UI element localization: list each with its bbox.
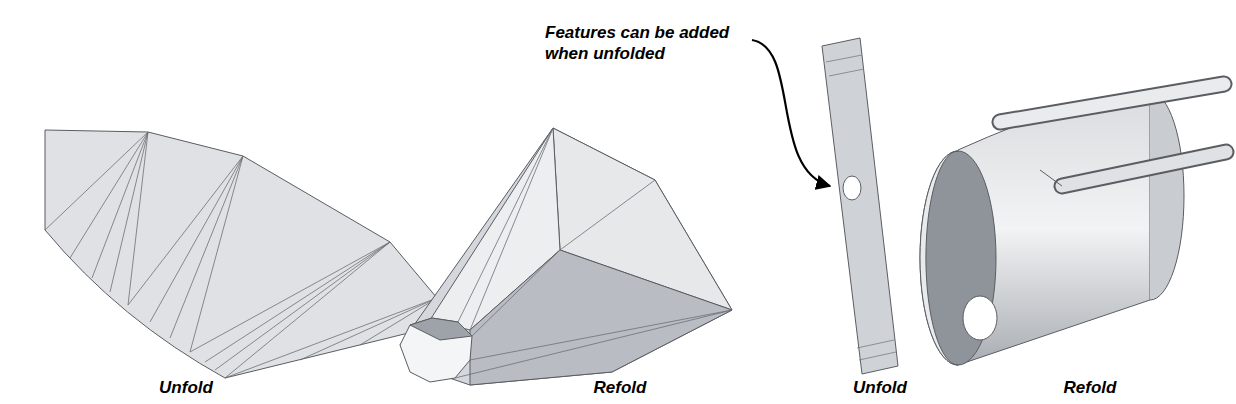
figure-caption: Refold (594, 378, 647, 398)
figure-caption: Unfold (853, 378, 907, 398)
refolded-cone (400, 128, 732, 385)
refolded-cylinder (920, 84, 1226, 365)
flat-pattern (45, 130, 437, 378)
figure-caption: Refold (1064, 378, 1117, 398)
figure-caption: Unfold (159, 378, 213, 398)
flat-strip (822, 38, 898, 374)
leader-arrow (752, 40, 830, 186)
callout-note: Features can be added when unfolded (545, 22, 760, 64)
